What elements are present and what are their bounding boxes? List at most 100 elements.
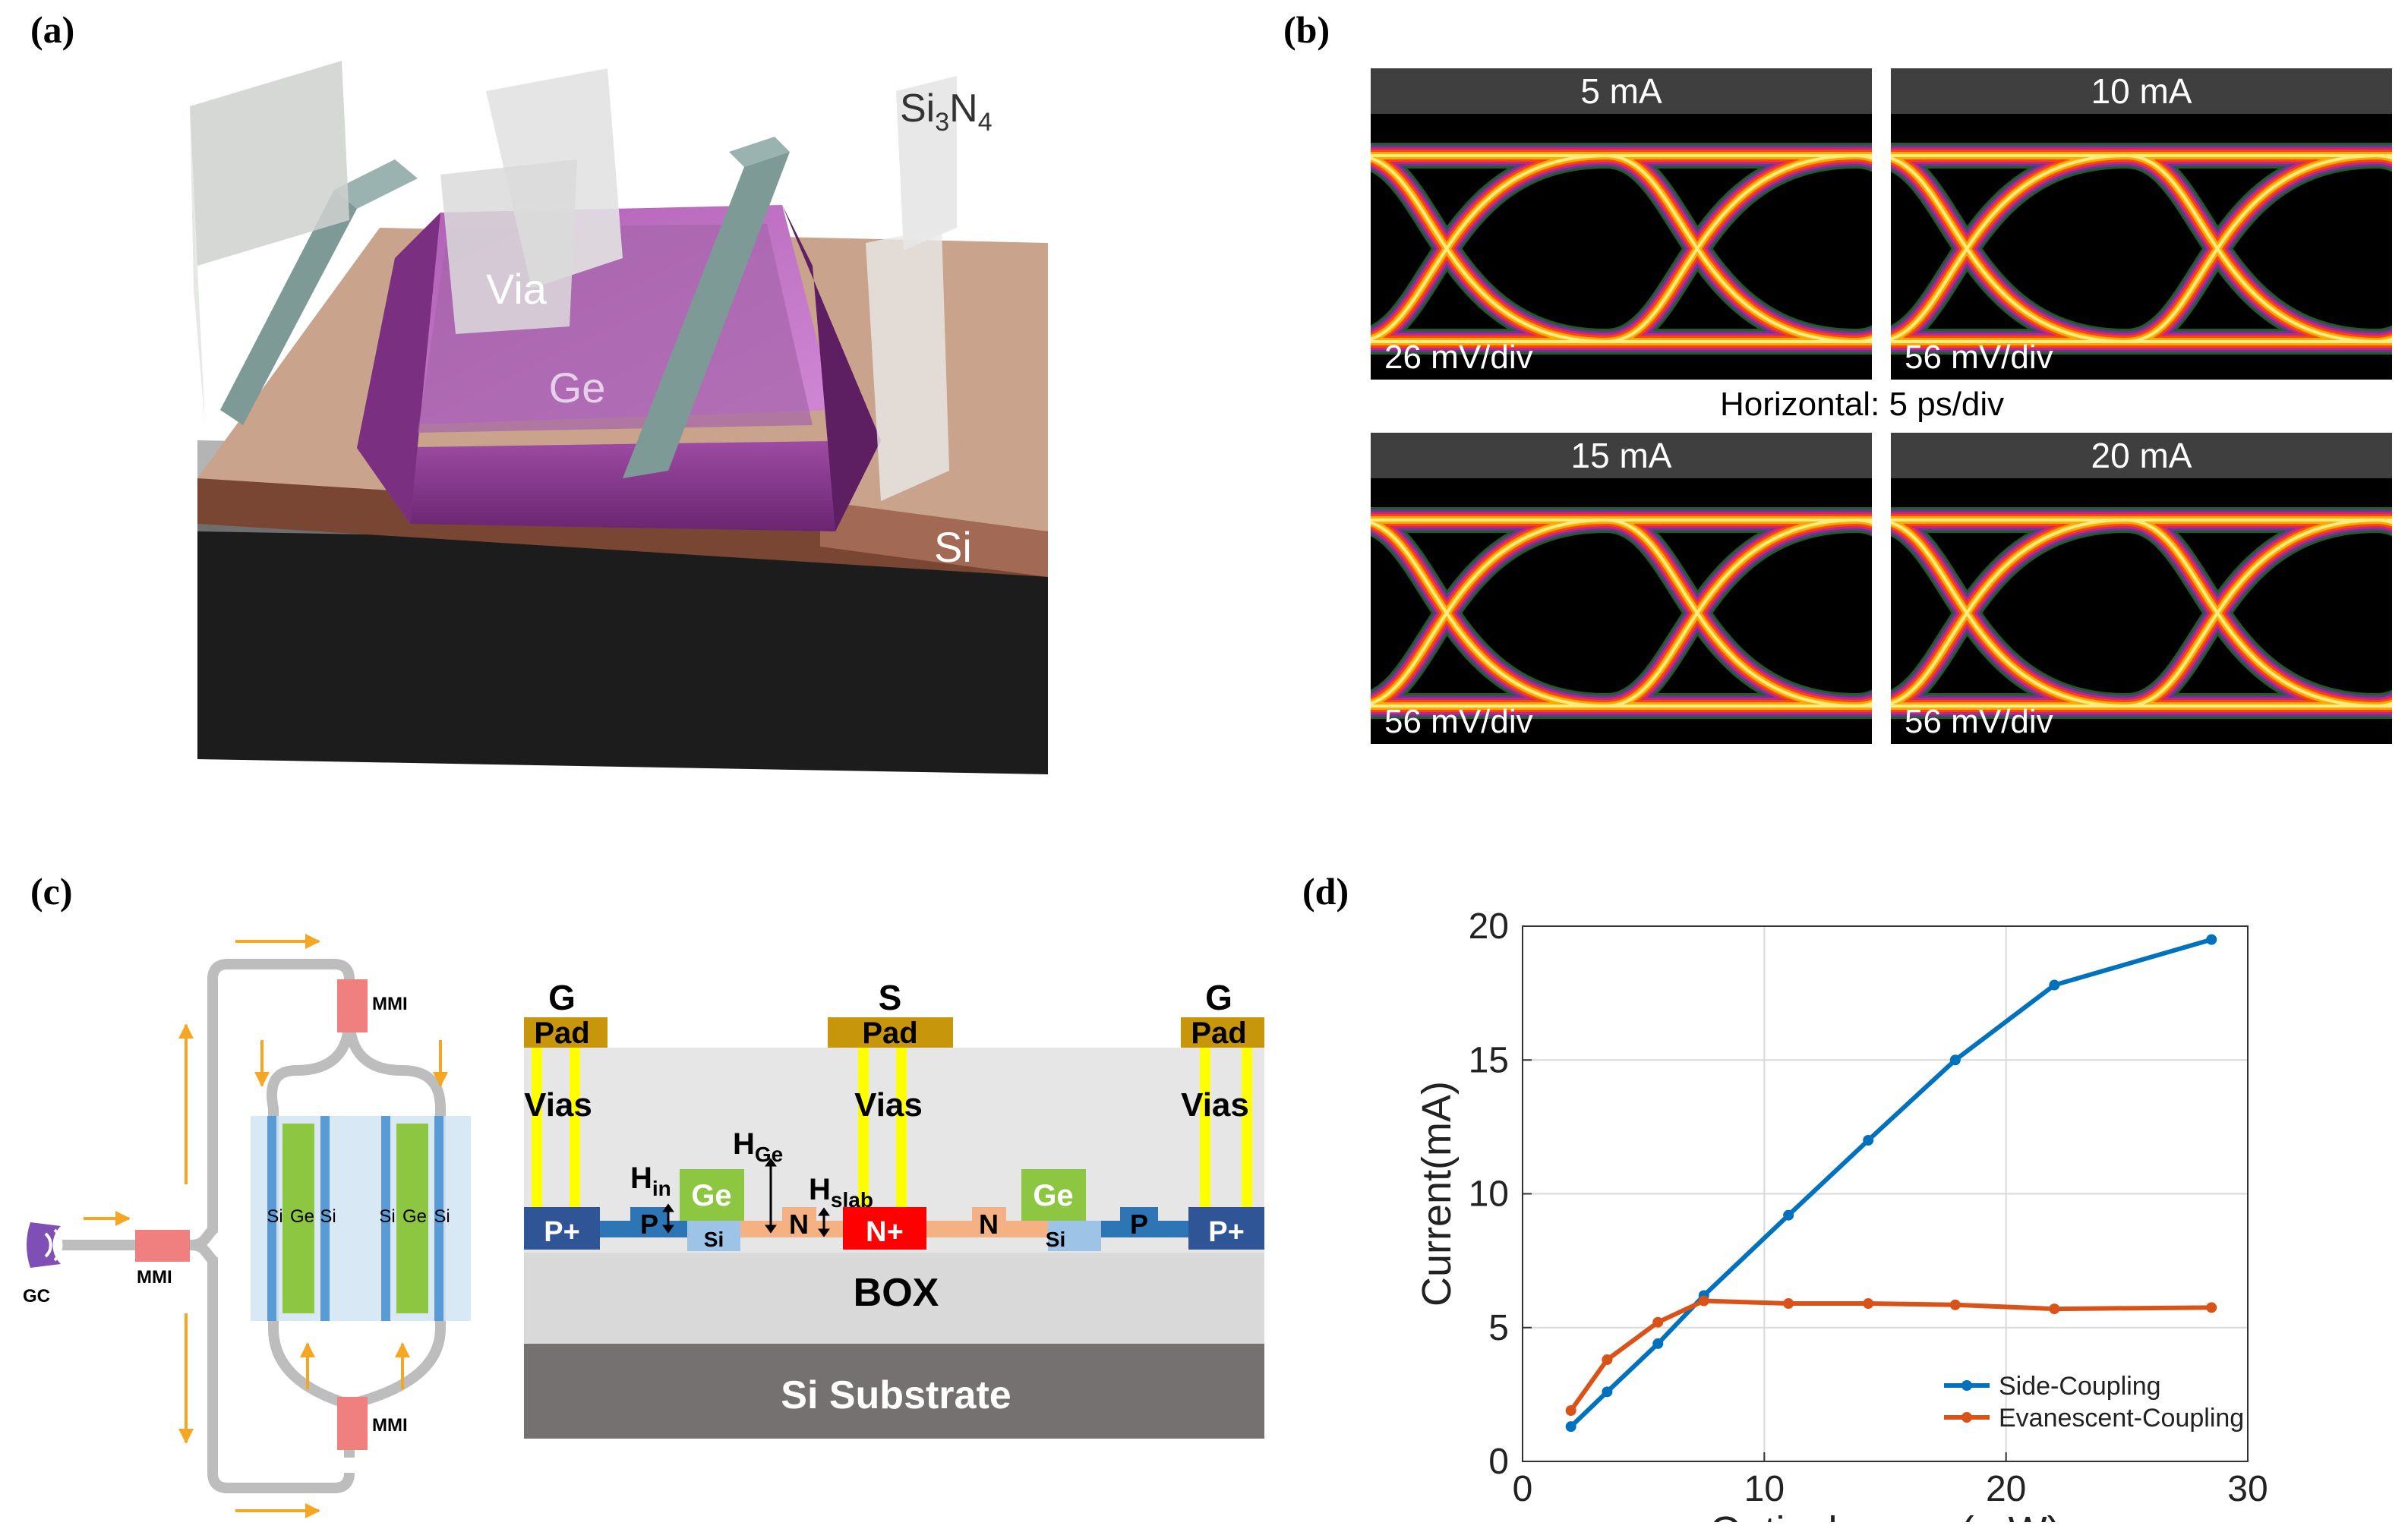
eye-title: 20 mA <box>1891 433 2392 478</box>
label-g-left: G <box>548 979 576 1017</box>
p-right <box>1120 1207 1158 1237</box>
n-label: N <box>979 1209 999 1240</box>
mmi-top-block <box>337 979 368 1032</box>
via-right-face <box>866 228 949 501</box>
eye-scale: 26 mV/div <box>1384 339 1533 376</box>
ge-front <box>357 440 881 531</box>
n-label: N <box>789 1209 809 1240</box>
eye-title: 10 mA <box>1891 68 2392 114</box>
via-left <box>190 61 349 266</box>
eye-diagram-10ma: 10 mA 56 mV/div <box>1891 68 2392 380</box>
h-slab-label: Hslab <box>809 1173 873 1212</box>
data-point <box>1565 1405 1576 1417</box>
device-3d-illustration: Via Ge Si Si3N4 <box>190 61 1048 774</box>
p-plus-right <box>1188 1207 1264 1250</box>
data-point <box>1698 1295 1709 1307</box>
legend-label: Side-Coupling <box>1999 1372 2161 1401</box>
data-point <box>1949 1299 1961 1310</box>
data-point <box>1949 1054 1961 1066</box>
strip-label: Si <box>434 1206 450 1227</box>
p-plus-left <box>524 1207 600 1250</box>
p-left <box>630 1207 668 1237</box>
data-point <box>1783 1298 1794 1310</box>
flow-arrows <box>84 934 448 1518</box>
data-point <box>2049 1303 2060 1315</box>
ge-left-side <box>357 213 440 524</box>
eye-plot <box>1891 478 2392 744</box>
si-label: Si <box>1046 1228 1065 1251</box>
eye-trace <box>1371 154 1872 343</box>
x-axis-label: Optical power(mW) <box>1709 1508 2060 1522</box>
data-point <box>1863 1298 1874 1310</box>
mmi-bottom-label: MMI <box>372 1415 408 1436</box>
label-g-right: G <box>1205 979 1232 1017</box>
mmi-top-label: MMI <box>372 994 408 1014</box>
data-point <box>1652 1316 1664 1328</box>
eye-scale: 56 mV/div <box>1905 703 2053 740</box>
via-center-face <box>440 159 577 334</box>
h-in-label: Hin <box>630 1162 671 1200</box>
eye-scale: 56 mV/div <box>1384 703 1533 740</box>
sin-rail-left-long <box>220 190 357 425</box>
grating-coupler-icon <box>27 1222 61 1268</box>
eye-diagram-5ma: 5 mA 26 mV/div <box>1371 68 1872 380</box>
box-layer <box>524 1253 1264 1359</box>
y-tick-label: 0 <box>1488 1442 1509 1482</box>
ge-label: Ge <box>1033 1179 1073 1212</box>
strip-label: Si <box>267 1206 282 1227</box>
x-tick-label: 30 <box>2227 1469 2268 1509</box>
mmi-left-label: MMI <box>137 1267 172 1288</box>
eye-trace <box>1371 519 1872 708</box>
substrate-label: Si Substrate <box>781 1373 1011 1417</box>
pad-left <box>524 1017 608 1048</box>
p-label: P <box>1130 1209 1148 1240</box>
cross-section: Si Substrate BOX G S G Pad Pad Pad Via <box>524 979 1264 1439</box>
sin-rail-left <box>334 159 418 209</box>
si-substrate <box>524 1344 1264 1439</box>
si-label: Si <box>704 1228 724 1251</box>
substrate-black <box>197 501 1048 774</box>
pad-center <box>828 1017 953 1048</box>
pad-label: Pad <box>862 1017 917 1050</box>
x-tick-label: 10 <box>1744 1469 1785 1509</box>
via-left-side <box>190 106 205 425</box>
label-si3n4: Si3N4 <box>900 87 993 137</box>
pad-label: Pad <box>1191 1017 1246 1050</box>
box-label: BOX <box>854 1271 939 1315</box>
pad-right <box>1181 1017 1264 1048</box>
label-ge: Ge <box>549 364 606 411</box>
legend-label: Evanescent-Coupling <box>1999 1404 2244 1433</box>
data-point <box>1863 1135 1874 1146</box>
vias-label: Vias <box>1181 1086 1249 1124</box>
ge-left <box>680 1169 744 1221</box>
data-point <box>1652 1338 1664 1349</box>
eye-diagram-20ma: 20 mA 56 mV/div <box>1891 433 2392 744</box>
n-right <box>972 1207 1006 1237</box>
data-point <box>1565 1421 1576 1433</box>
p-plus-label: P+ <box>544 1216 580 1248</box>
panel-label-d: (d) <box>1302 870 1349 913</box>
x-tick-label: 20 <box>1986 1469 2026 1509</box>
y-tick-label: 15 <box>1469 1040 1509 1080</box>
y-tick-label: 10 <box>1469 1174 1509 1215</box>
label-via: Via <box>486 265 548 313</box>
series-line <box>1569 937 2213 1429</box>
ge-label: Ge <box>691 1179 731 1212</box>
data-point <box>1602 1354 1613 1366</box>
eye-plot <box>1371 114 1872 380</box>
data-point <box>2049 979 2060 991</box>
eye-plot <box>1891 114 2392 380</box>
x-tick-label: 0 <box>1513 1469 1533 1509</box>
height-arrows <box>662 1158 830 1237</box>
data-point <box>1783 1209 1794 1221</box>
via-right <box>896 76 957 251</box>
p-label: P <box>640 1209 658 1240</box>
eye-title: 15 mA <box>1371 433 1872 478</box>
sin-rail-right <box>729 137 790 167</box>
sin-rail-right-long <box>623 152 790 478</box>
circuit-layout: Si Ge Si Si Ge Si MMI MMI MMI GC <box>23 934 471 1518</box>
pad-label: Pad <box>534 1017 589 1050</box>
p-plus-label: P+ <box>1208 1216 1245 1248</box>
n-left <box>782 1207 816 1237</box>
